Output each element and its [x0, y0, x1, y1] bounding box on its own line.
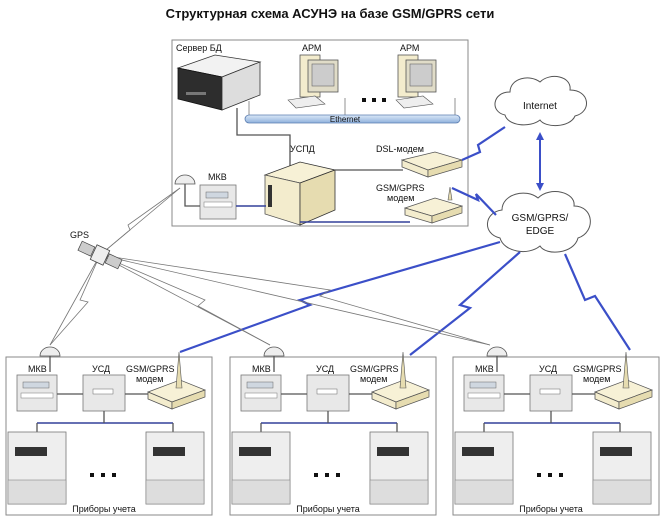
uspd-icon — [263, 161, 337, 226]
meter-icon — [231, 431, 291, 505]
meter-icon — [7, 431, 67, 505]
site-mkv-label: МКВ — [475, 364, 494, 374]
workstation-icon — [287, 54, 339, 109]
ethernet-bus — [244, 114, 461, 124]
site-modem-label-2: модем — [360, 374, 387, 384]
diagram-title: Структурная схема АСУНЭ на базе GSM/GPRS… — [166, 6, 495, 21]
gps-antenna-icon — [263, 346, 285, 357]
metering-site: МКВ УСД GSM/GPRS модем — [452, 346, 660, 516]
gps-antenna-icon — [39, 346, 61, 357]
gsm-modem-label-1: GSM/GPRS — [376, 183, 425, 193]
site-modem-label-2: модем — [583, 374, 610, 384]
mkv-device-icon — [199, 184, 237, 220]
usd-device-icon — [82, 374, 126, 412]
gps-label: GPS — [70, 230, 89, 240]
ethernet-label: Ethernet — [330, 115, 361, 124]
gsm-modem-icon — [371, 351, 430, 410]
gsm-modem-icon — [403, 186, 464, 224]
meter-icon — [592, 431, 652, 505]
dsl-internet-link — [461, 126, 506, 162]
arm2-label: АРМ — [400, 43, 419, 53]
control-center: Сервер БД АРМ АРМ Ethernet УСПД — [171, 39, 469, 227]
site-modem-label-2: модем — [136, 374, 163, 384]
gps-satellite: GPS — [49, 187, 491, 346]
metering-site: МКВ УСД GSM/GPRS модем — [5, 346, 213, 516]
server-label: Сервер БД — [176, 43, 222, 53]
mkv-device-icon — [16, 374, 58, 412]
site1-gsm-link — [179, 240, 501, 354]
meters-label: Приборы учета — [519, 504, 583, 514]
site2-gsm-link — [409, 251, 521, 356]
mkv-label: МКВ — [208, 172, 227, 182]
uspd-label: УСПД — [290, 144, 315, 154]
gsm-modem-link — [451, 187, 497, 216]
gps-antenna-icon — [174, 174, 196, 185]
site-mkv-label: МКВ — [28, 364, 47, 374]
ellipsis-dots — [314, 473, 340, 477]
site-usd-label: УСД — [92, 364, 110, 374]
usd-device-icon — [306, 374, 350, 412]
mkv-device-icon — [240, 374, 282, 412]
workstation-icon — [395, 54, 437, 109]
gsm-cloud: GSM/GPRS/ EDGE — [487, 191, 591, 253]
arm1-label: АРМ — [302, 43, 321, 53]
site-modem-label-1: GSM/GPRS — [126, 364, 175, 374]
internet-label: Internet — [523, 101, 557, 112]
usd-device-icon — [529, 374, 573, 412]
meter-icon — [454, 431, 514, 505]
site3-gsm-link — [563, 253, 631, 351]
gsm-modem-icon — [147, 351, 206, 410]
ellipsis-dots — [90, 473, 116, 477]
meter-icon — [369, 431, 429, 505]
ellipsis-dots — [537, 473, 563, 477]
meters-label: Приборы учета — [72, 504, 136, 514]
gsm-modem-label-2: модем — [387, 193, 414, 203]
dsl-modem-label: DSL-модем — [376, 144, 424, 154]
site-modem-label-1: GSM/GPRS — [573, 364, 622, 374]
ellipsis-dots — [362, 98, 386, 102]
server-icon — [176, 54, 262, 111]
metering-site: МКВ УСД GSM/GPRS модем — [229, 346, 437, 516]
internet-cloud: Internet — [494, 75, 587, 126]
gps-antenna-icon — [486, 346, 508, 357]
site-usd-label: УСД — [539, 364, 557, 374]
meter-icon — [145, 431, 205, 505]
meters-label: Приборы учета — [296, 504, 360, 514]
site-mkv-label: МКВ — [252, 364, 271, 374]
site-usd-label: УСД — [316, 364, 334, 374]
gsm-modem-icon — [594, 351, 653, 410]
mkv-device-icon — [463, 374, 505, 412]
site-modem-label-1: GSM/GPRS — [350, 364, 399, 374]
gsm-cloud-label-1: GSM/GPRS/ — [512, 213, 569, 224]
satellite-icon — [77, 240, 123, 270]
gsm-cloud-label-2: EDGE — [526, 226, 555, 237]
